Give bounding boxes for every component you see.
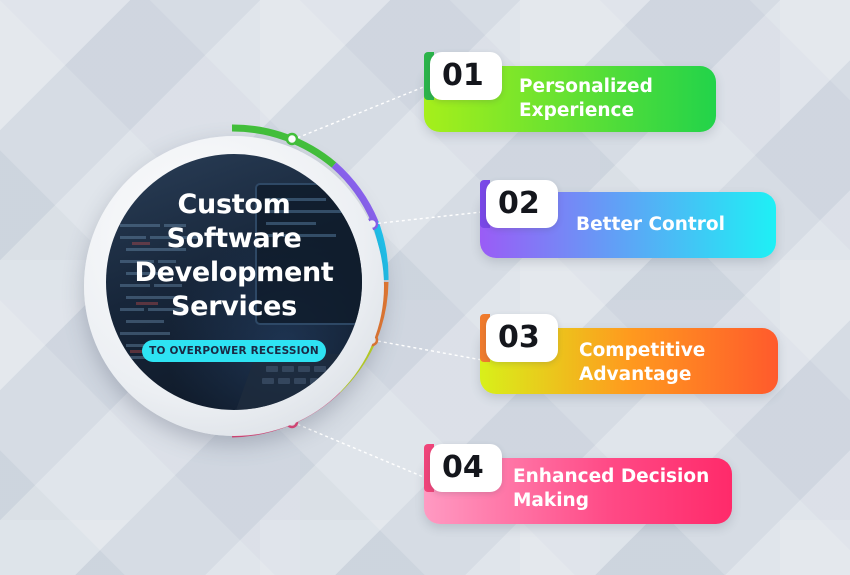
number-badge: 02 xyxy=(486,180,558,228)
number-badge: 01 xyxy=(430,52,502,100)
hub-image xyxy=(106,154,362,410)
hub-title: Custom Software Development Services xyxy=(106,188,362,324)
card-label-line: Competitive xyxy=(579,340,706,361)
number-badge: 03 xyxy=(486,314,558,362)
code-screen-icon xyxy=(120,183,362,410)
card-label-line: Advantage xyxy=(579,364,692,385)
card-accent xyxy=(480,314,490,362)
number-label: 02 xyxy=(498,186,540,221)
card-label-line: Better Control xyxy=(576,214,725,235)
number-label: 04 xyxy=(442,450,484,485)
card-label-line: Enhanced Decision xyxy=(513,466,710,487)
card-label-line: Personalized xyxy=(519,76,653,97)
number-badge: 04 xyxy=(430,444,502,492)
number-label: 01 xyxy=(442,58,484,93)
card-label-line: Experience xyxy=(519,100,635,121)
node-dot xyxy=(285,132,299,146)
hub-title-line: Services xyxy=(171,291,297,322)
card-accent xyxy=(424,52,434,100)
hub-title-line: Custom xyxy=(177,189,291,220)
card-label-line: Making xyxy=(513,490,589,511)
card-accent xyxy=(480,180,490,228)
hub-tagline: TO OVERPOWER RECESSION xyxy=(142,340,326,362)
hub-title-line: Software xyxy=(166,223,302,254)
card-accent xyxy=(424,444,434,492)
number-label: 03 xyxy=(498,320,540,355)
hub-title-line: Development xyxy=(134,257,334,288)
